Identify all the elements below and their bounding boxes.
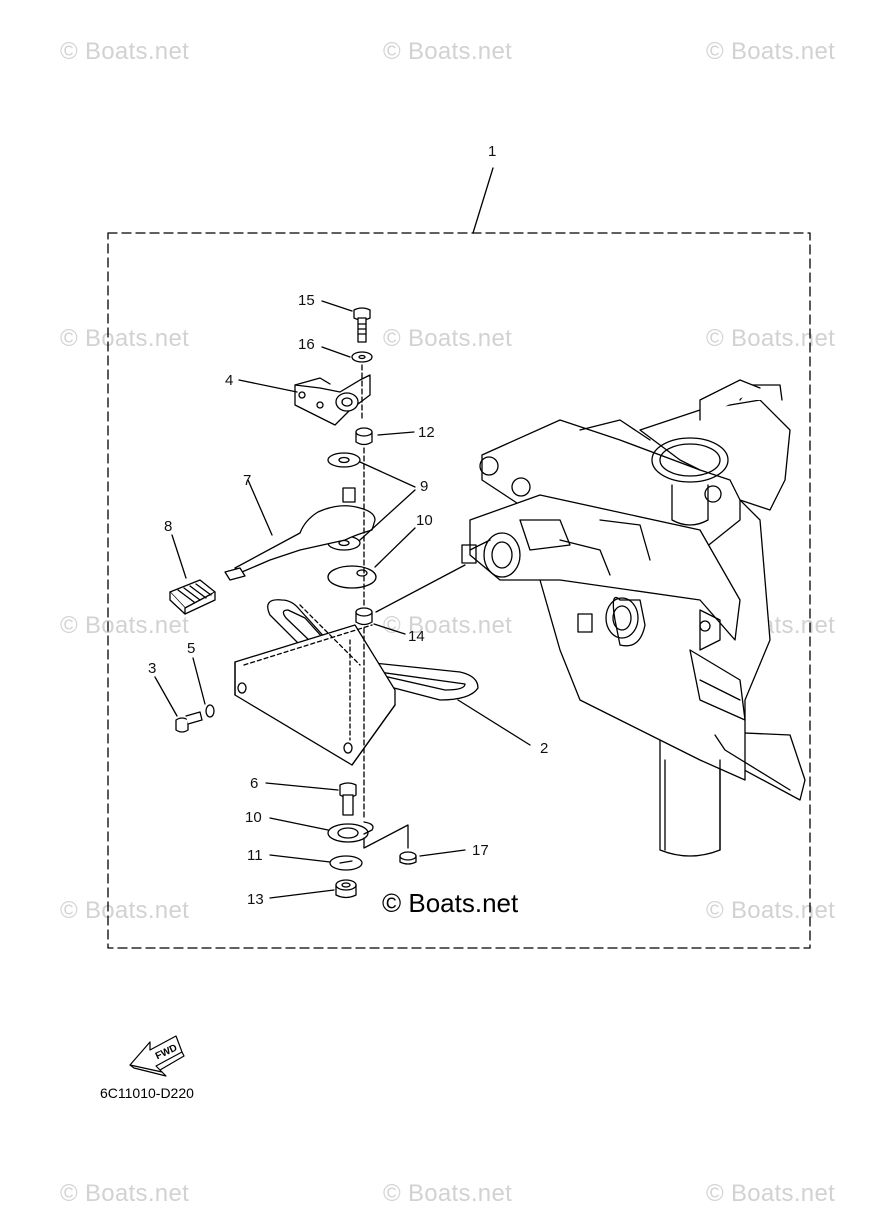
watermark: © Boats.net bbox=[60, 38, 190, 65]
callout-10-top: 10 bbox=[416, 512, 433, 529]
item-9-washer bbox=[327, 452, 361, 468]
watermark: © Boats.net bbox=[383, 38, 513, 65]
item-17-nut bbox=[399, 851, 417, 865]
leader-10b bbox=[269, 817, 329, 831]
leader-7 bbox=[247, 479, 273, 536]
callout-7: 7 bbox=[243, 472, 252, 489]
engine-bracket-details bbox=[461, 419, 791, 851]
assembly-boundary bbox=[107, 232, 811, 949]
callout-13: 13 bbox=[247, 891, 264, 908]
item-10-washer bbox=[327, 823, 369, 843]
item-15-bolt bbox=[353, 307, 371, 343]
leader-14 bbox=[373, 623, 406, 635]
leader-10a bbox=[374, 527, 416, 568]
callout-6: 6 bbox=[250, 775, 259, 792]
callout-9: 9 bbox=[420, 478, 429, 495]
callout-14: 14 bbox=[408, 628, 425, 645]
callout-16: 16 bbox=[298, 336, 315, 353]
leader-9b bbox=[359, 489, 416, 541]
center-watermark: © Boats.net bbox=[382, 888, 519, 918]
callout-2: 2 bbox=[540, 740, 549, 757]
leader-11 bbox=[269, 854, 331, 863]
leader-13 bbox=[269, 889, 335, 899]
callout-1: 1 bbox=[488, 143, 497, 160]
item-12-collar bbox=[355, 427, 373, 446]
leader-2a bbox=[375, 564, 466, 613]
item-7-lever bbox=[224, 487, 376, 581]
item-2-plate bbox=[234, 599, 479, 766]
leader-2 bbox=[457, 699, 531, 746]
item-16-washer bbox=[351, 351, 373, 363]
item-11-washer bbox=[329, 855, 363, 871]
leader-16 bbox=[321, 346, 351, 358]
callout-15: 15 bbox=[298, 292, 315, 309]
watermark: © Boats.net bbox=[706, 325, 836, 352]
item-13-nut bbox=[335, 879, 357, 899]
leader-12 bbox=[377, 431, 415, 436]
watermark: © Boats.net bbox=[60, 325, 190, 352]
callout-4: 4 bbox=[225, 372, 234, 389]
leader-8 bbox=[171, 534, 187, 579]
callout-11: 11 bbox=[247, 847, 263, 864]
leader-4 bbox=[238, 379, 298, 393]
watermark: © Boats.net bbox=[383, 325, 513, 352]
watermark: © Boats.net bbox=[706, 897, 836, 924]
item-4-bracket bbox=[294, 374, 371, 426]
watermark: © Boats.net bbox=[60, 897, 190, 924]
callout-10-bottom: 10 bbox=[245, 809, 262, 826]
diagram-code: 6C11010-D220 bbox=[100, 1085, 194, 1101]
watermark: © Boats.net bbox=[706, 38, 836, 65]
leader-9a bbox=[359, 461, 416, 488]
leader-3 bbox=[154, 676, 178, 717]
leader-15 bbox=[321, 300, 353, 312]
callout-3: 3 bbox=[148, 660, 157, 677]
callout-5: 5 bbox=[187, 640, 196, 657]
fwd-arrow-icon bbox=[129, 1035, 185, 1077]
callout-8: 8 bbox=[164, 518, 173, 535]
engine-bracket-outline bbox=[469, 379, 806, 857]
leader-6 bbox=[265, 782, 339, 791]
watermark: © Boats.net bbox=[60, 612, 190, 639]
leader-5 bbox=[192, 657, 206, 705]
item-5-washer bbox=[205, 704, 215, 718]
item-6-bolt bbox=[339, 782, 357, 816]
leader-1 bbox=[472, 167, 494, 234]
leader-17 bbox=[419, 849, 466, 857]
item-10-plate bbox=[327, 565, 377, 589]
item-3-screw bbox=[175, 711, 203, 733]
item-14-collar bbox=[355, 607, 373, 626]
item-8-grip bbox=[169, 579, 216, 615]
callout-17: 17 bbox=[472, 842, 489, 859]
callout-12: 12 bbox=[418, 424, 435, 441]
